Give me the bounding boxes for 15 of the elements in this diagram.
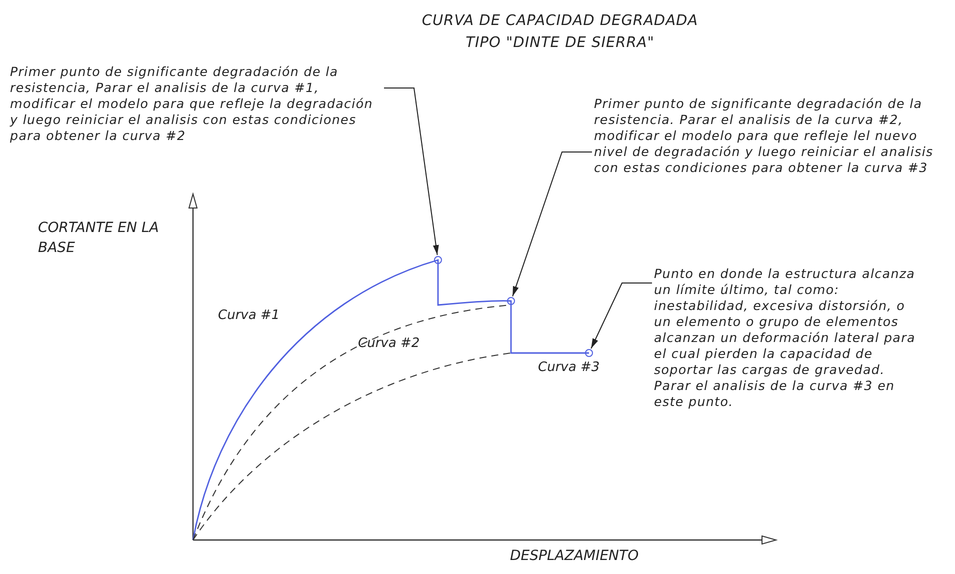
point-marker	[507, 297, 515, 305]
curve-label: Curva #2	[358, 335, 420, 353]
axis-label: CORTANTE EN LA BASE	[38, 219, 160, 258]
axis-label: DESPLAZAMIENTO	[510, 547, 639, 566]
leader-line	[590, 282, 652, 349]
leader-line	[384, 88, 439, 256]
curve-label: Curva #1	[218, 307, 280, 325]
leader-line	[512, 152, 592, 297]
annotation-note: Punto en donde la estructura alcanza un límite último, tal como: inestabilidad, excesiva distorsión, o un elemento o grupo de elementos alcanzan un deformación lateral para el cual pierden la capacidad de soportar las cargas de gravedad. Parar el analisis de la curva #3 en este punto.	[654, 266, 924, 410]
annotation-note: Primer punto de significante degradación de la resistencia, Parar el analisis de la curva #1, modificar el modelo para que refleje la degradación y luego reiniciar el analisis con estas condiciones para obtener la curva #2	[10, 64, 382, 144]
diagram-title: CURVA DE CAPACIDAD DEGRADADA TIPO "DINTE DE SIERRA"	[420, 12, 700, 53]
annotation-note: Primer punto de significante degradación de la resistencia. Parar el analisis de la curva #2, modificar el modelo para que refleje lel nuevo nivel de degradación y luego reiniciar el analisis con estas condiciones para obtener la curva #3	[594, 96, 944, 176]
point-marker	[585, 349, 593, 357]
point-marker	[434, 256, 442, 264]
curve-label: Curva #3	[538, 359, 600, 377]
